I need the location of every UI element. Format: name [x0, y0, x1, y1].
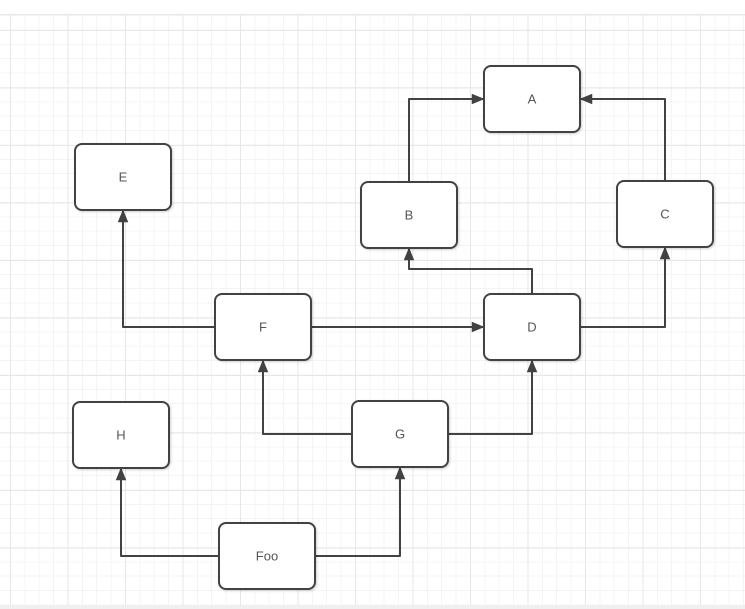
node-G-label: G: [395, 426, 405, 441]
canvas-bottom-edge: [0, 605, 745, 609]
node-G-shape[interactable]: [351, 400, 449, 468]
node-G[interactable]: G: [351, 400, 449, 468]
node-E-label: E: [119, 169, 128, 184]
edges-layer: [115, 93, 671, 557]
edge-Foo-to-H[interactable]: [115, 467, 219, 557]
node-H-shape[interactable]: [72, 401, 170, 469]
node-Foo-shape[interactable]: [218, 522, 316, 590]
node-D[interactable]: D: [483, 293, 581, 361]
node-B[interactable]: B: [360, 181, 458, 249]
edge-G-to-F[interactable]: [257, 359, 352, 435]
edge-D-to-B[interactable]: [403, 247, 533, 294]
node-E-shape[interactable]: [74, 143, 172, 211]
edge-Foo-to-G[interactable]: [315, 466, 406, 557]
edge-G-to-D[interactable]: [448, 359, 538, 435]
node-F-label: F: [259, 319, 267, 334]
node-H-label: H: [116, 427, 125, 442]
node-Foo-label: Foo: [256, 548, 278, 563]
node-C-label: C: [660, 206, 669, 221]
node-F-shape[interactable]: [214, 293, 312, 361]
nodes-layer: A B C D E F G H Foo: [72, 65, 714, 590]
node-A-shape[interactable]: [483, 65, 581, 133]
edge-F-to-E[interactable]: [117, 209, 215, 328]
edge-B-to-A[interactable]: [408, 93, 485, 182]
edge-D-to-C[interactable]: [580, 246, 671, 328]
edge-C-to-A[interactable]: [579, 93, 666, 181]
node-C[interactable]: C: [616, 180, 714, 248]
node-H[interactable]: H: [72, 401, 170, 469]
node-D-shape[interactable]: [483, 293, 581, 361]
node-F[interactable]: F: [214, 293, 312, 361]
node-D-label: D: [527, 319, 536, 334]
node-A[interactable]: A: [483, 65, 581, 133]
node-Foo[interactable]: Foo: [218, 522, 316, 590]
node-E[interactable]: E: [74, 143, 172, 211]
node-B-label: B: [405, 207, 414, 222]
node-B-shape[interactable]: [360, 181, 458, 249]
node-A-label: A: [528, 91, 537, 106]
node-C-shape[interactable]: [616, 180, 714, 248]
grid-background: [0, 14, 745, 605]
